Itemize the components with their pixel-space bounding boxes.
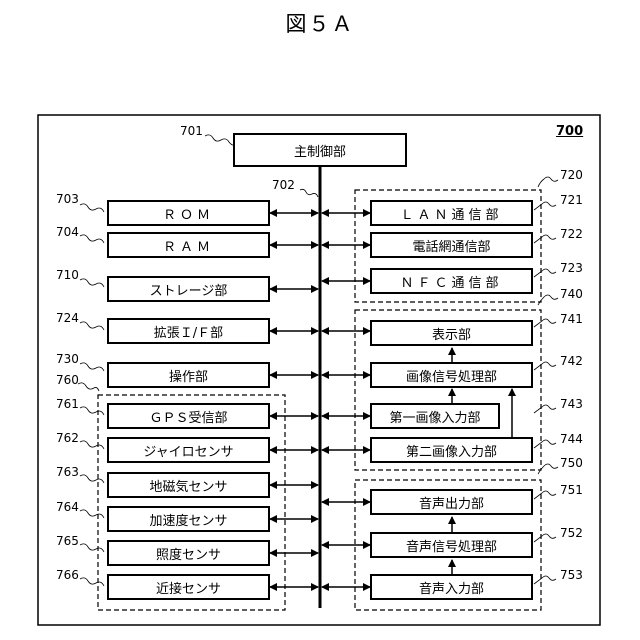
- tel-comm-block: 電話網通信部: [370, 232, 533, 258]
- leader-762: [80, 441, 104, 449]
- ref-label-724: 724: [56, 311, 79, 325]
- leader-761: [80, 407, 104, 415]
- leader-724: [80, 322, 104, 330]
- ref-label-765: 765: [56, 534, 79, 548]
- ref-label-744: 744: [560, 432, 583, 446]
- leader-743: [534, 405, 556, 413]
- system-label: 700: [556, 124, 583, 139]
- gps-block: ＧＰＳ受信部: [107, 403, 270, 429]
- ref-label-710: 710: [56, 268, 79, 282]
- display-block: 表示部: [370, 320, 533, 346]
- accel-block: 加速度センサ: [107, 506, 270, 532]
- ref-label-742: 742: [560, 354, 583, 368]
- ref-label-740: 740: [560, 287, 583, 301]
- leader-701: [205, 135, 235, 145]
- ref-label-764: 764: [56, 500, 79, 514]
- leader-763: [80, 475, 104, 483]
- leader-702: [300, 189, 318, 197]
- ext-if-block: 拡張Ｉ/Ｆ部: [107, 318, 270, 344]
- ref-label-721: 721: [560, 193, 583, 207]
- leader-723: [534, 269, 556, 277]
- ref-label-751: 751: [560, 483, 583, 497]
- storage-block: ストレージ部: [107, 276, 270, 302]
- leader-741: [534, 319, 556, 327]
- ref-label-750: 750: [560, 456, 583, 470]
- ref-label-722: 722: [560, 227, 583, 241]
- ref-label-720: 720: [560, 168, 583, 182]
- ref-label-743: 743: [560, 397, 583, 411]
- ref-label-762: 762: [56, 431, 79, 445]
- leader-742: [534, 362, 556, 370]
- rom-block: ＲＯＭ: [107, 200, 270, 226]
- leader-766: [80, 578, 104, 586]
- ref-label-703: 703: [56, 192, 79, 206]
- leader-753: [534, 576, 556, 584]
- proximity-block: 近接センサ: [107, 574, 270, 600]
- leader-752: [534, 534, 556, 542]
- leader-722: [534, 235, 556, 243]
- ref-label-763: 763: [56, 465, 79, 479]
- ram-block: ＲＡＭ: [107, 232, 270, 258]
- ref-label-741: 741: [560, 312, 583, 326]
- leader-720: [538, 177, 558, 187]
- leader-760: [78, 383, 99, 391]
- audio-input-block: 音声入力部: [370, 574, 533, 600]
- ref-label-702: 702: [272, 178, 295, 192]
- image-input-2-block: 第二画像入力部: [370, 437, 533, 463]
- audio-signal-proc-block: 音声信号処理部: [370, 532, 533, 558]
- ref-label-730: 730: [56, 352, 79, 366]
- lan-comm-block: ＬＡＮ通信部: [370, 200, 533, 226]
- ref-label-752: 752: [560, 526, 583, 540]
- leader-721: [534, 202, 556, 210]
- image-input-1-block: 第一画像入力部: [370, 403, 500, 429]
- ref-label-761: 761: [56, 397, 79, 411]
- leader-744: [534, 440, 556, 448]
- leader-764: [80, 510, 104, 518]
- leader-765: [80, 544, 104, 552]
- illum-block: 照度センサ: [107, 540, 270, 566]
- leader-751: [534, 491, 556, 499]
- image-signal-proc-block: 画像信号処理部: [370, 362, 533, 388]
- leader-704: [80, 235, 104, 243]
- ref-label-760: 760: [56, 373, 79, 387]
- ref-label-753: 753: [560, 568, 583, 582]
- leader-703: [80, 204, 104, 212]
- ref-label-766: 766: [56, 568, 79, 582]
- ref-label-723: 723: [560, 261, 583, 275]
- leader-750: [538, 464, 558, 474]
- main-control-block: 主制御部: [233, 133, 407, 167]
- ref-label-701: 701: [180, 124, 203, 138]
- leader-710: [80, 279, 104, 287]
- geomag-block: 地磁気センサ: [107, 472, 270, 498]
- leader-730: [80, 363, 104, 371]
- gyro-block: ジャイロセンサ: [107, 437, 270, 463]
- ref-label-704: 704: [56, 225, 79, 239]
- audio-output-block: 音声出力部: [370, 489, 533, 515]
- operation-block: 操作部: [107, 362, 270, 388]
- nfc-comm-block: ＮＦＣ通信部: [370, 268, 533, 294]
